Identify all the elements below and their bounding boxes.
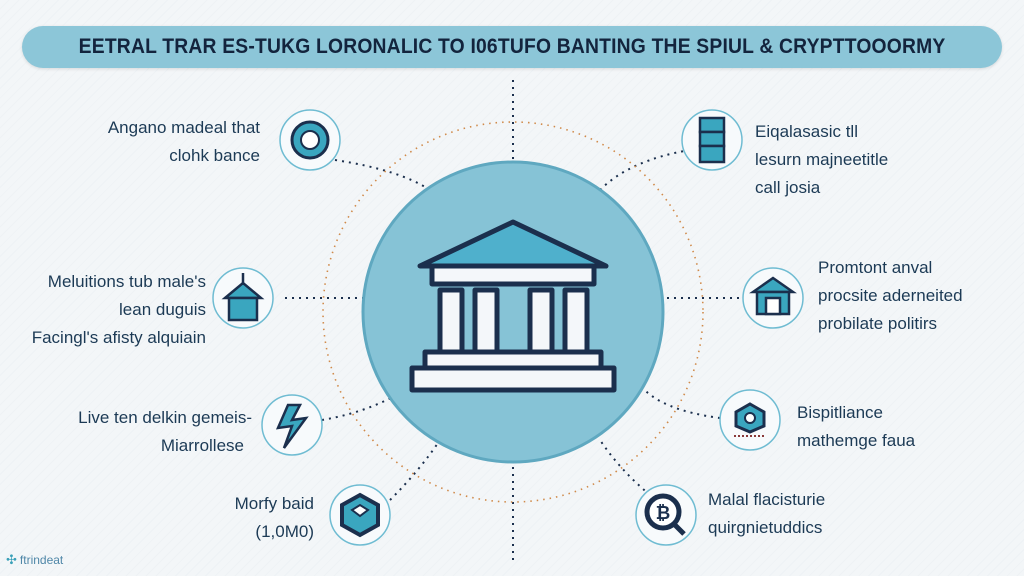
right-item-1: Eiqalasasic tll lesurn majneetitle call … xyxy=(755,118,888,202)
label-line: Miarrollese xyxy=(160,436,244,455)
label-line: Morfy baid xyxy=(234,494,314,513)
connector-lines xyxy=(285,80,740,560)
server-stack-icon xyxy=(698,116,726,164)
label-line: call josia xyxy=(755,178,821,197)
label-line: (1,0M0) xyxy=(255,522,314,541)
bitcoin-magnifier-icon: ₿ xyxy=(644,493,686,536)
label-line: Meluitions tub male's xyxy=(47,272,206,291)
label-line: Facingl's afisty alquiain xyxy=(31,328,206,347)
watermark-logo: ✣ ftrindeat xyxy=(6,552,63,568)
label-line: Angano madeal that xyxy=(107,118,260,137)
label-line: probilate politirs xyxy=(818,314,938,333)
label-line: Malal flacisturie xyxy=(708,490,826,509)
logo-icon: ✣ xyxy=(6,552,17,567)
watermark-text: ftrindeat xyxy=(19,553,64,567)
left-item-3: Live ten delkin gemeis- Miarrollese xyxy=(78,404,252,460)
orbit-ring xyxy=(322,121,704,503)
label-line: Eiqalasasic tll xyxy=(755,122,858,141)
right-item-3: Bispitliance mathemge faua xyxy=(797,399,915,455)
lightning-icon xyxy=(275,403,309,449)
center-circle xyxy=(361,160,665,464)
left-item-2: Meluitions tub male's lean duguis xyxy=(48,268,206,324)
label-line: lesurn majneetitle xyxy=(755,150,889,169)
label-line: Bispitliance xyxy=(797,403,883,422)
left-item-4: Morfy baid (1,0M0) xyxy=(235,490,314,546)
hexagon-box-icon xyxy=(340,492,380,538)
label-line: lean duguis xyxy=(119,300,206,319)
label-line: mathemge faua xyxy=(797,431,916,450)
label-line: procsite aderneited xyxy=(818,286,963,305)
label-line: Promtont anval xyxy=(818,258,933,277)
right-item-4: Malal flacisturie quirgnietuddics xyxy=(708,486,825,542)
left-item-2-line3: Facingl's afisty alquiain xyxy=(10,324,206,352)
coin-icon xyxy=(290,120,330,160)
bank-pillars-icon xyxy=(409,219,617,393)
label-line: clohk bance xyxy=(169,146,260,165)
right-item-2: Promtont anval procsite aderneited probi… xyxy=(818,254,963,338)
left-item-1: Angano madeal that clohk bance xyxy=(108,114,260,170)
hexagon-chip-icon xyxy=(734,402,766,437)
bank-building-icon xyxy=(749,276,797,316)
title-text: EETRAL TRAR ES-TUKG LORONALIC TO I06TUFO… xyxy=(78,35,946,58)
title-banner: EETRAL TRAR ES-TUKG LORONALIC TO I06TUFO… xyxy=(22,26,1002,68)
label-line: Live ten delkin gemeis- xyxy=(78,408,252,427)
label-line: quirgnietuddics xyxy=(708,518,823,537)
chapel-icon xyxy=(221,273,265,322)
svg-text:₿: ₿ xyxy=(656,503,671,523)
